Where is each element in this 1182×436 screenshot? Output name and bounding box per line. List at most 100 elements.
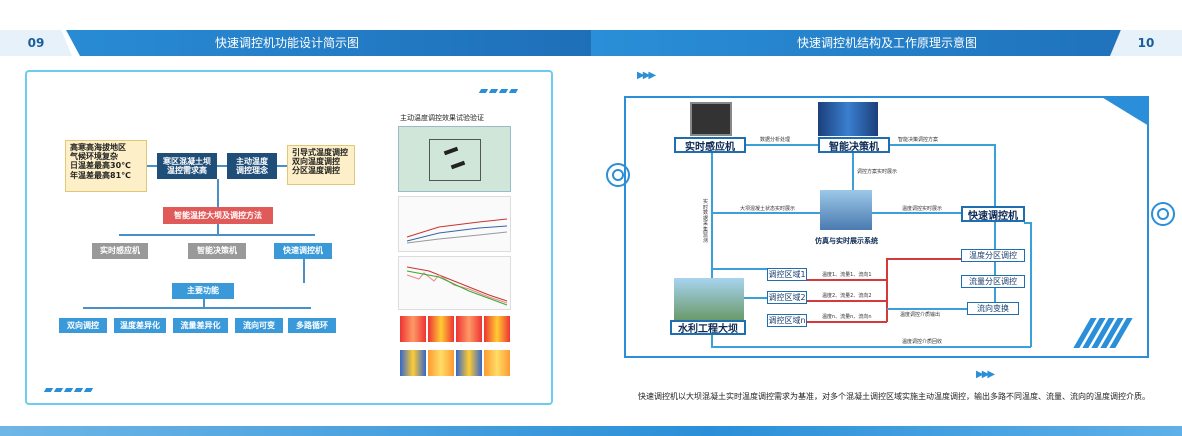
zone-1: 调控区域1: [767, 268, 807, 281]
node-controller: 快速调控机: [961, 206, 1025, 222]
method-item: 双向温度调控: [292, 157, 340, 167]
function-item: 流向可变: [235, 318, 283, 333]
condition-item: 高寒高海拔地区: [70, 143, 126, 152]
red-connector: [807, 279, 887, 281]
bottom-bar: [0, 426, 1182, 436]
zone-n: 调控区域n: [767, 314, 807, 327]
node-dam: 水利工程大坝: [670, 320, 746, 335]
function-item: 流量差异化: [173, 318, 228, 333]
label-zone-n: 温度n、流量n、流向n: [822, 314, 872, 320]
test-heatmap-image: [398, 314, 511, 384]
connector: [1024, 222, 1031, 224]
connector: [711, 153, 713, 278]
circle-decoration: [606, 163, 630, 187]
component-sensor: 实时感应机: [92, 243, 148, 259]
label-medium-out: 温度调控介质输出: [900, 312, 941, 318]
connector: [744, 297, 767, 299]
function-item: 温度差异化: [114, 318, 166, 333]
connector: [83, 307, 311, 309]
node-decision: 智能决策机: [818, 137, 890, 153]
function-item: 多路循环: [288, 318, 336, 333]
label-plan-display: 调控方案实时展示: [857, 169, 898, 175]
test-line-chart-image: [398, 196, 511, 252]
right-page-title: 快速调控机结构及工作原理示意图: [797, 36, 978, 50]
stripe-decoration: [43, 388, 94, 392]
label-temp-display: 温度调控实时展示: [902, 206, 943, 212]
connector: [203, 299, 205, 307]
connector: [872, 212, 961, 214]
label-medium-back: 温度调控介质回收: [902, 339, 943, 345]
circle-decoration: [1157, 208, 1169, 220]
test-title: 主动温度调控效果试验验证: [400, 114, 484, 122]
stripe-decoration: [478, 89, 519, 93]
red-connector: [807, 321, 887, 323]
right-page-number: 10: [1110, 30, 1182, 56]
label-zone-1: 温度1、流量1、流向1: [822, 272, 872, 278]
connector: [711, 268, 767, 270]
concept-box: 主动温度 调控理念: [227, 153, 277, 179]
label-zone-2: 温度2、流量2、流向2: [822, 293, 872, 299]
condition-item: 日温差最高30℃: [70, 161, 131, 171]
condition-item: 年温差最高81℃: [70, 170, 131, 180]
connector: [852, 153, 854, 190]
connector: [746, 144, 818, 146]
arrow-decoration: ▶▶▶: [637, 70, 656, 81]
connector: [890, 144, 994, 146]
right-frame: [624, 96, 1149, 358]
circle-decoration: [1151, 202, 1175, 226]
label-smart-plan: 智能决策调控方案: [898, 137, 939, 143]
node-simulation: 仿真与实时展示系统: [815, 237, 878, 245]
caption-paragraph: 快速调控机以大坝混凝土实时温度调控需求为基准，对多个混凝土调控区域实施主动温度调…: [638, 392, 1150, 401]
connector: [887, 308, 967, 310]
connector: [711, 346, 1031, 348]
method-title-box: 智能温控大坝及调控方法: [163, 207, 273, 224]
red-connector: [886, 258, 888, 322]
test-decay-chart-image: [398, 256, 511, 310]
dam-image: [674, 278, 744, 320]
method-item: 分区温度调控: [292, 166, 340, 176]
zone-temp-control: 温度分区调控: [961, 249, 1025, 262]
connector: [217, 179, 219, 207]
need-box: 寒区混凝土坝 温控需求高: [157, 153, 217, 179]
circle-decoration: [612, 169, 624, 181]
connector: [119, 234, 315, 236]
method-item: 引导式温度调控: [292, 148, 348, 157]
methods-box: 引导式温度调控 双向温度调控 分区温度调控: [287, 145, 355, 185]
connector: [217, 165, 227, 167]
condition-item: 气候环境复杂: [70, 152, 118, 162]
control-room-image: [820, 190, 872, 230]
connector: [1030, 222, 1032, 347]
connector: [994, 222, 996, 302]
red-connector: [807, 300, 887, 302]
left-header-bar: [0, 30, 591, 56]
stripe-decoration: [1073, 318, 1133, 348]
connector: [711, 335, 713, 347]
arrow-decoration: ▶▶▶: [976, 369, 995, 380]
server-room-image: [818, 102, 878, 136]
connector: [217, 224, 219, 234]
component-controller: 快速调控机: [274, 243, 332, 259]
red-connector: [886, 258, 994, 260]
node-sensor: 实时感应机: [674, 137, 746, 153]
zone-2: 调控区域2: [767, 291, 807, 304]
connector: [303, 259, 305, 283]
right-header-bar: [591, 30, 1182, 56]
left-page-title: 快速调控机功能设计简示图: [215, 36, 360, 50]
function-item: 双向调控: [59, 318, 107, 333]
connector: [711, 212, 820, 214]
connector: [147, 165, 157, 167]
conditions-box: 高寒高海拔地区 气候环境复杂 日温差最高30℃ 年温差最高81℃: [65, 140, 147, 192]
zone-flow-control: 流量分区调控: [961, 275, 1025, 288]
connector: [994, 144, 996, 206]
left-frame: [25, 70, 553, 405]
test-schematic-image: [398, 126, 511, 192]
label-dam-state: 大坝混凝土状态实时展示: [740, 206, 796, 212]
sensor-device-image: [690, 102, 732, 136]
flow-switch: 流向变换: [967, 302, 1019, 315]
main-function-box: 主要功能: [172, 283, 234, 299]
left-page-number: 09: [0, 30, 72, 56]
label-vertical: 实时数据采集监测: [703, 199, 709, 244]
label-data-analysis: 数据分析处理: [760, 137, 791, 143]
component-decision: 智能决策机: [188, 243, 246, 259]
connector: [277, 165, 287, 167]
